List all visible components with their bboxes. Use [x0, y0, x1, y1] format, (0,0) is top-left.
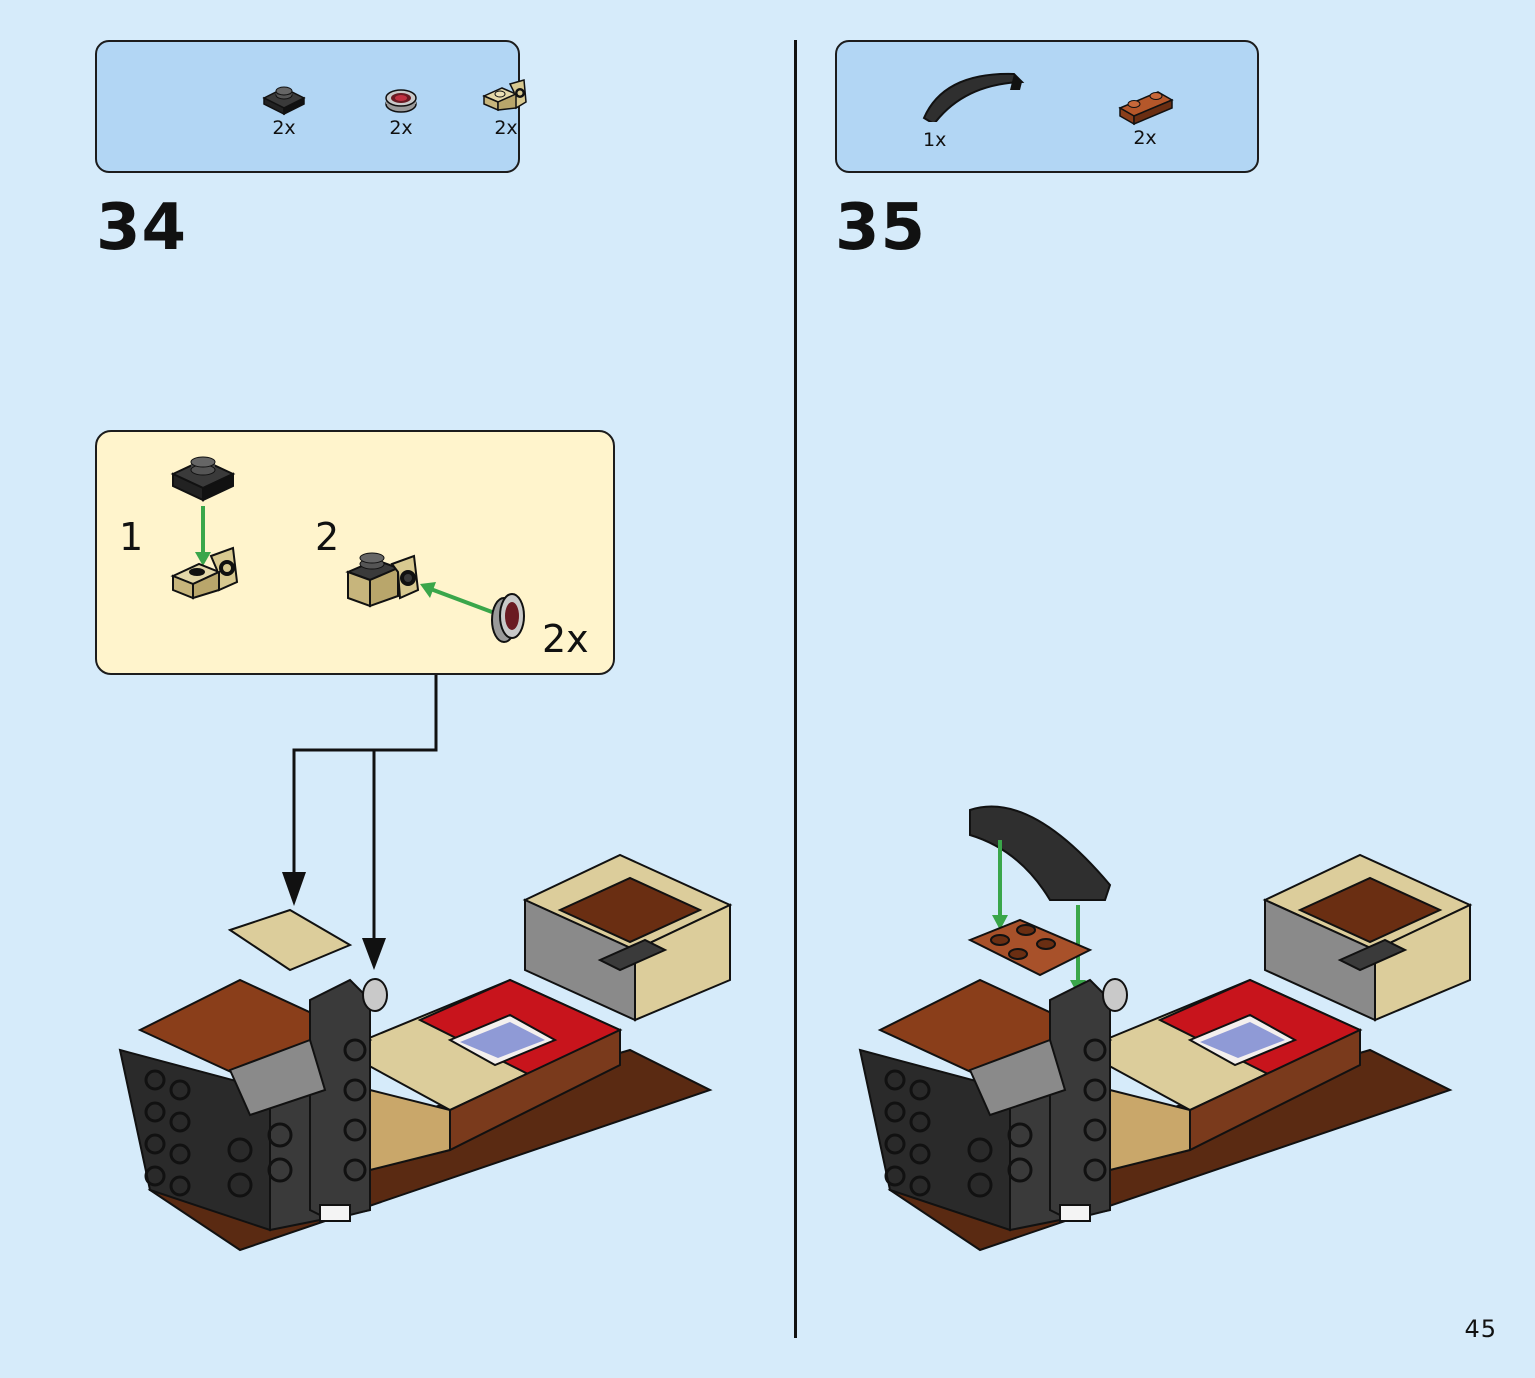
- part-item: 2x: [466, 76, 546, 138]
- parts-list-step-34: 2x 2x 2x: [95, 40, 527, 173]
- part-qty: 2x: [1133, 127, 1157, 149]
- part-item: 2x: [361, 80, 441, 138]
- arrow-left-icon: [427, 586, 493, 614]
- part-item: 2x: [244, 80, 324, 138]
- part-item: 2x: [1105, 82, 1185, 148]
- round-tile-decorated-icon: [385, 89, 417, 113]
- brown-plate-1x2-icon: [1118, 91, 1174, 126]
- parts-list-step-35: 1x 2x: [835, 40, 1259, 173]
- step-number: 35: [835, 191, 927, 265]
- black-curved-slope-icon: [922, 72, 1025, 122]
- callout-leader-lines: [282, 675, 438, 970]
- substep-qty: 2x: [542, 617, 589, 661]
- step-divider: [794, 40, 797, 1338]
- substep-number: 2: [315, 515, 340, 559]
- substep-2-illustration: [345, 552, 525, 643]
- part-item: 1x: [899, 62, 1039, 150]
- substep-number: 1: [119, 515, 144, 559]
- page-number: 45: [1464, 1315, 1497, 1343]
- step-number: 34: [96, 191, 188, 265]
- tan-bracket-stud-icon: [482, 79, 527, 112]
- part-qty: 2x: [272, 117, 296, 139]
- part-qty: 1x: [923, 129, 947, 151]
- part-qty: 2x: [389, 117, 413, 139]
- model-illustration-step-35: [858, 805, 1473, 1252]
- subassembly-callout: 1 2 2x: [95, 430, 615, 675]
- part-qty: 2x: [494, 117, 518, 139]
- model-illustration-step-34: [118, 853, 733, 1252]
- substep-1-illustration: [170, 456, 239, 600]
- black-plate-1x1-icon: [262, 86, 306, 116]
